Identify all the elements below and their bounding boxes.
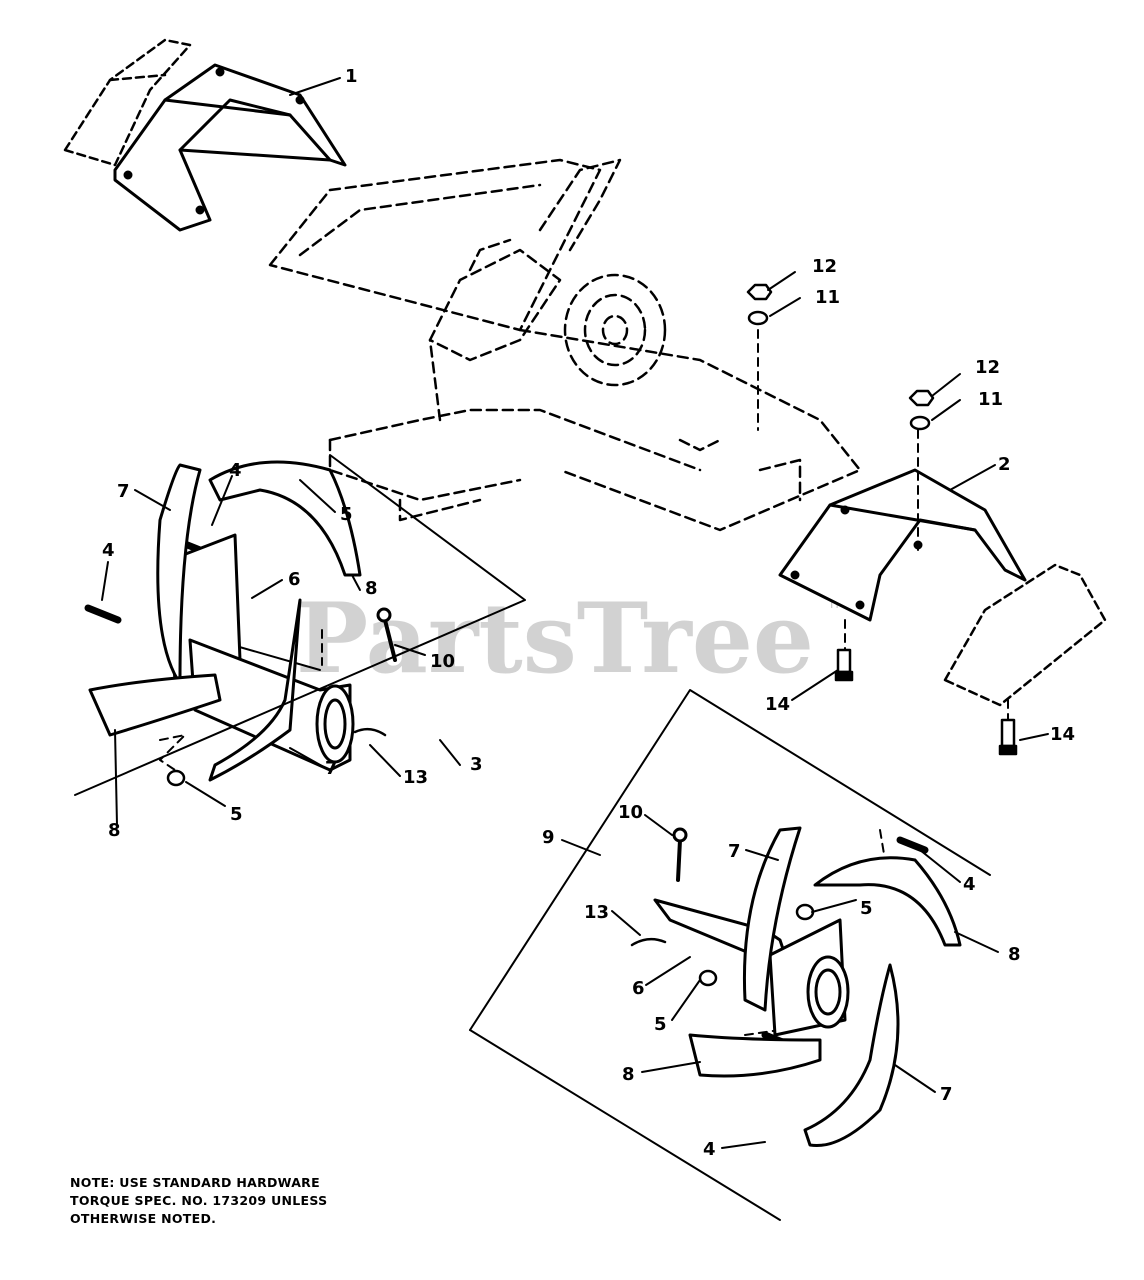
callout-5-left-lower: 5 — [230, 804, 243, 825]
left-tine-assembly — [88, 460, 397, 782]
part-2-extension-dashed — [943, 563, 1107, 707]
callout-2: 2 — [998, 454, 1011, 475]
callout-3: 3 — [470, 754, 483, 775]
right-tine-assembly — [630, 826, 962, 1148]
part-2-right-shield — [778, 468, 1027, 622]
callout-7-right-upper: 7 — [728, 841, 741, 862]
callout-4-right-lower: 4 — [703, 1139, 716, 1160]
leader-lines — [101, 77, 1049, 1149]
part-1-extension-dashed — [63, 38, 192, 167]
callout-1: 1 — [345, 66, 358, 87]
callout-9: 9 — [542, 827, 555, 848]
watermark: PartsTree TM — [296, 582, 846, 695]
callout-8-right-upper: 8 — [1008, 944, 1021, 965]
right-assembly-bracket-line-bottom — [469, 1029, 781, 1221]
callout-12-upper: 12 — [812, 256, 837, 277]
callout-8-left-upper: 8 — [365, 578, 378, 599]
hardware-torque-note: NOTE: USE STANDARD HARDWARE TORQUE SPEC.… — [70, 1174, 327, 1228]
callout-5-right-lower: 5 — [654, 1014, 667, 1035]
callout-13-left: 13 — [403, 767, 428, 788]
callout-7-right-lower: 7 — [940, 1084, 953, 1105]
callout-5-right-upper: 5 — [860, 898, 873, 919]
callout-14-right: 14 — [1050, 724, 1075, 745]
callout-4-left-lower: 4 — [102, 540, 115, 561]
callout-4-right-upper: 4 — [963, 874, 976, 895]
callout-14-left: 14 — [765, 694, 790, 715]
callout-10-left: 10 — [430, 651, 455, 672]
callout-11-upper: 11 — [815, 287, 840, 308]
callout-8-right-lower: 8 — [622, 1064, 635, 1085]
callout-8-left-lower: 8 — [108, 820, 121, 841]
callout-4-left-upper: 4 — [229, 460, 242, 481]
callout-12-lower: 12 — [975, 357, 1000, 378]
left-assembly-bracket-line — [74, 454, 526, 796]
part-1-left-shield — [113, 63, 347, 232]
callout-10-right: 10 — [618, 802, 643, 823]
note-line-1: NOTE: USE STANDARD HARDWARE — [70, 1175, 320, 1190]
callout-5-left-upper: 5 — [340, 504, 353, 525]
callout-13-right: 13 — [584, 902, 609, 923]
callout-11-lower: 11 — [978, 389, 1003, 410]
note-line-3: OTHERWISE NOTED. — [70, 1211, 217, 1226]
tiller-frame-outline — [268, 158, 862, 532]
right-assembly-bracket-line-top — [469, 689, 991, 1031]
callout-6-left: 6 — [288, 569, 301, 590]
callout-6-right: 6 — [632, 978, 645, 999]
callout-7-left-upper: 7 — [117, 481, 130, 502]
callout-labels: 1 2 3 4 4 4 4 5 5 5 5 6 6 7 7 7 7 8 8 8 … — [102, 66, 1075, 1160]
note-line-2: TORQUE SPEC. NO. 173209 UNLESS — [70, 1193, 328, 1208]
watermark-text: PartsTree — [296, 582, 814, 695]
callout-7-left-lower: 7 — [325, 758, 338, 779]
